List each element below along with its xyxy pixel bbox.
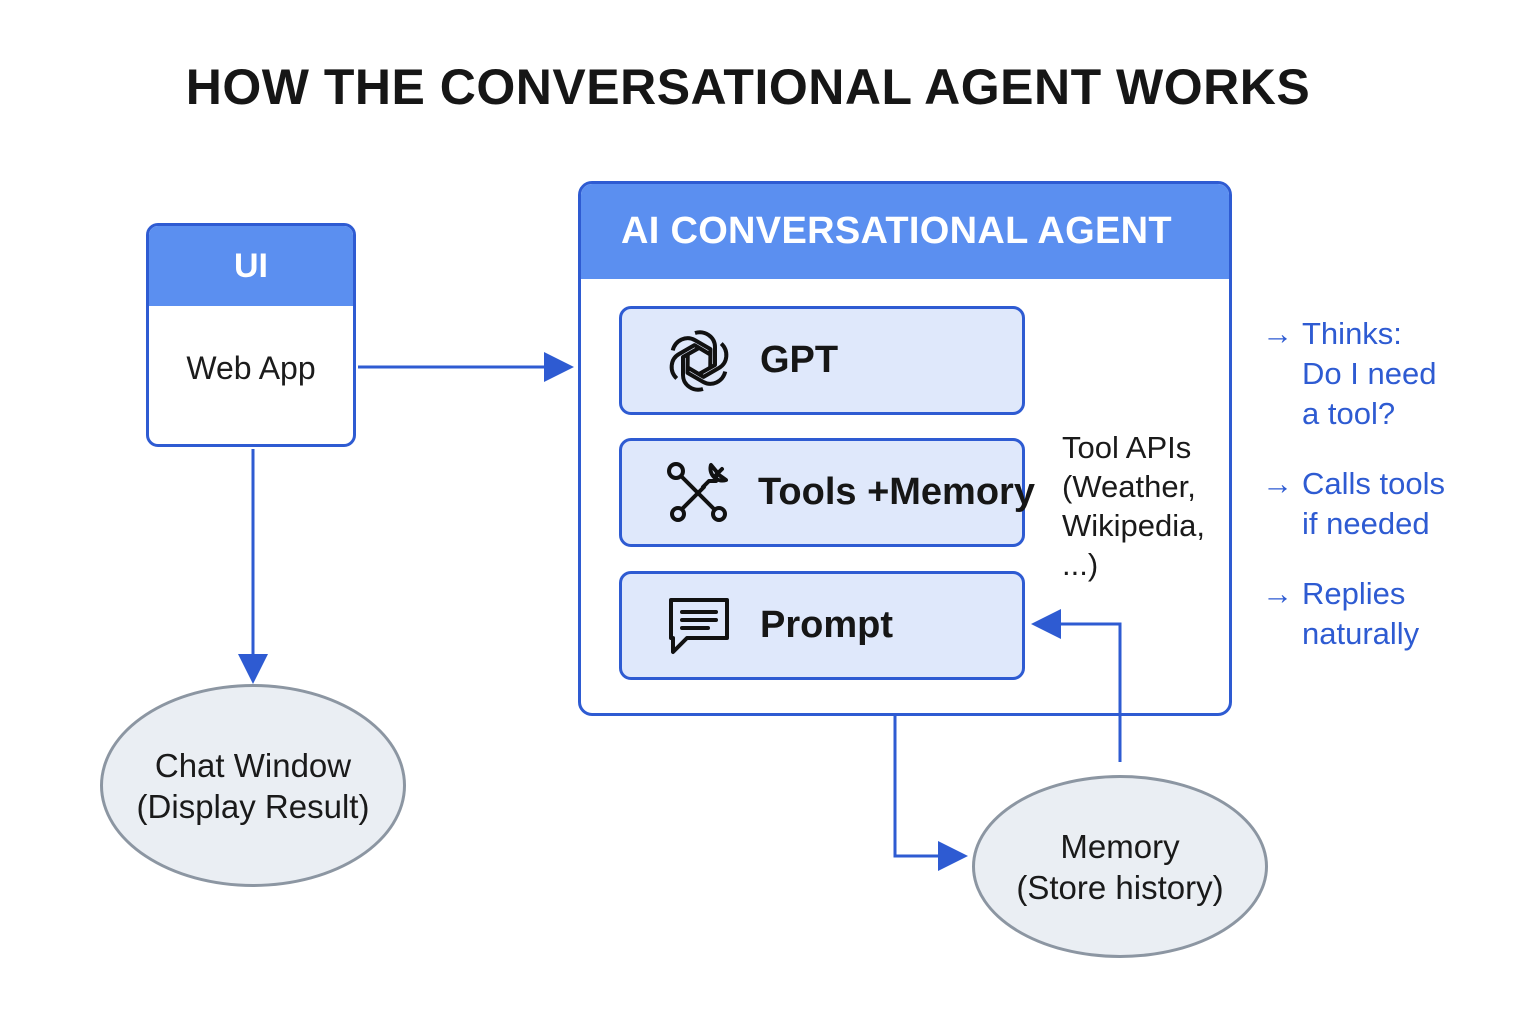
right-arrow-icon: → <box>1262 316 1293 351</box>
tool-apis-line: Wikipedia, <box>1062 508 1205 543</box>
wrench-tools-icon <box>664 458 732 528</box>
ui-box: UI Web App <box>146 223 356 447</box>
agent-header: AI CONVERSATIONAL AGENT <box>581 184 1229 279</box>
prompt-label: Prompt <box>760 604 893 646</box>
prompt-module: Prompt <box>619 571 1025 680</box>
step-thinks: → Thinks: Do I need a tool? <box>1262 314 1522 434</box>
memory-subtitle: (Store history) <box>1016 868 1224 906</box>
step-line: Replies <box>1302 576 1406 611</box>
arrow-memory-to-prompt <box>1031 609 1122 762</box>
tool-apis-note: Tool APIs (Weather, Wikipedia, ...) <box>1062 428 1232 584</box>
step-line: Do I need <box>1302 356 1437 391</box>
page-title: HOW THE CONVERSATIONAL AGENT WORKS <box>185 59 1311 115</box>
step-line: a tool? <box>1302 396 1396 431</box>
step-replies: → Replies naturally <box>1262 574 1522 654</box>
openai-logo-icon <box>664 326 734 396</box>
chat-bubble-icon <box>664 591 734 661</box>
chat-window-title: Chat Window <box>154 746 352 784</box>
step-calls-tools: → Calls tools if needed <box>1262 464 1522 544</box>
ui-box-body: Web App <box>186 349 316 386</box>
chat-window-subtitle: (Display Result) <box>136 787 370 825</box>
process-steps: → Thinks: Do I need a tool? → Calls tool… <box>1262 314 1522 684</box>
chat-window-node: Chat Window (Display Result) <box>100 684 406 887</box>
gpt-label: GPT <box>760 339 839 381</box>
step-line: if needed <box>1302 506 1430 541</box>
right-arrow-icon: → <box>1262 576 1293 611</box>
gpt-module: GPT <box>619 306 1025 415</box>
step-line: Thinks: <box>1302 316 1402 351</box>
tools-memory-module: Tools +Memory <box>619 438 1035 547</box>
step-line: naturally <box>1302 616 1420 651</box>
tools-memory-label: Tools +Memory <box>758 471 1035 513</box>
tool-apis-line: Tool APIs <box>1062 430 1192 465</box>
memory-title: Memory <box>1060 827 1180 865</box>
memory-node: Memory (Store history) <box>972 775 1268 958</box>
step-line: Calls tools <box>1302 466 1445 501</box>
right-arrow-icon: → <box>1262 466 1293 501</box>
tool-apis-line: ...) <box>1062 547 1099 582</box>
arrow-agent-to-memory <box>893 716 968 871</box>
ui-box-header: UI <box>149 226 353 306</box>
tool-apis-line: (Weather, <box>1062 469 1196 504</box>
